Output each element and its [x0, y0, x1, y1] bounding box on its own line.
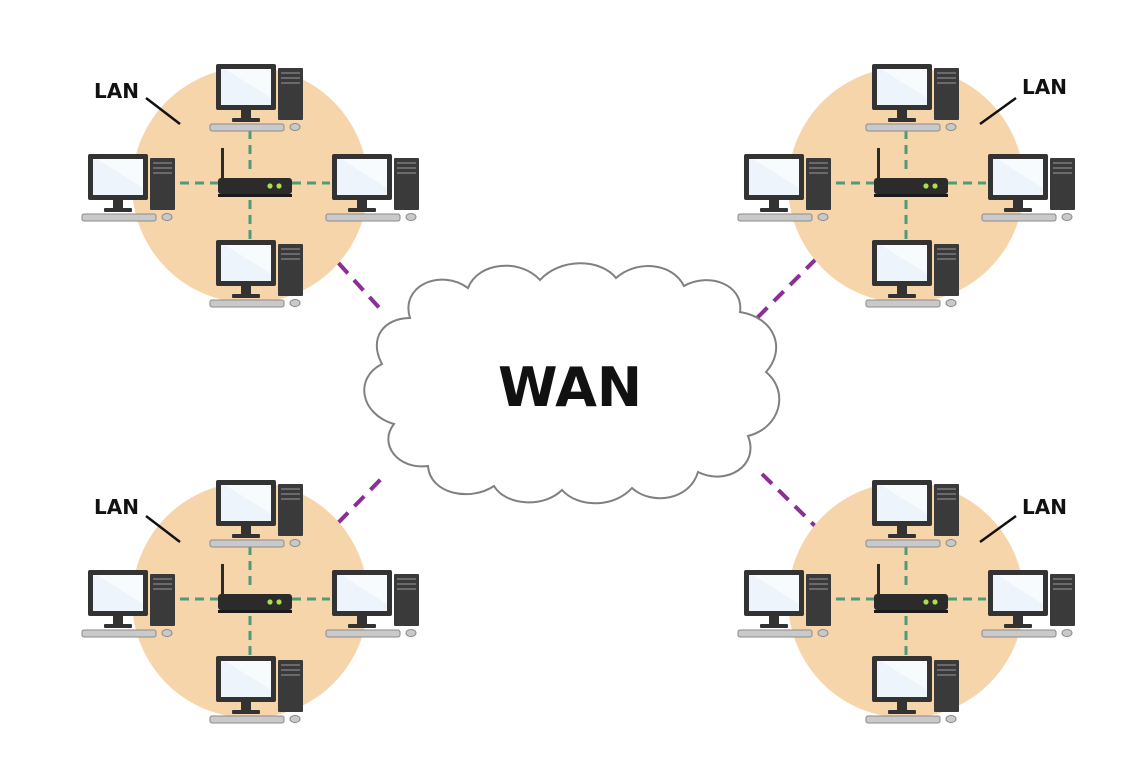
- lan-label-pointer: [145, 515, 181, 543]
- lan-label-pointer: [979, 96, 1017, 126]
- lan-links: [836, 130, 986, 240]
- lan-label-pointer: [979, 514, 1017, 544]
- lan-top-left: LAN: [81, 63, 420, 308]
- cloud-icon: [363, 262, 781, 505]
- lan-top-right: LAN: [737, 63, 1076, 308]
- lan-label: LAN: [94, 79, 139, 103]
- lan-bottom-left: LAN: [81, 479, 420, 724]
- lan-links: [180, 546, 330, 656]
- lan-links: [836, 546, 986, 656]
- lan-label: LAN: [94, 495, 139, 519]
- lan-label: LAN: [1022, 75, 1067, 99]
- lan-bottom-right: LAN: [737, 479, 1076, 724]
- lan-label: LAN: [1022, 495, 1067, 519]
- lan-label-pointer: [145, 97, 181, 125]
- wan-label: WAN: [498, 356, 642, 419]
- wan-cloud: WAN: [363, 262, 781, 505]
- lan-links: [180, 130, 330, 240]
